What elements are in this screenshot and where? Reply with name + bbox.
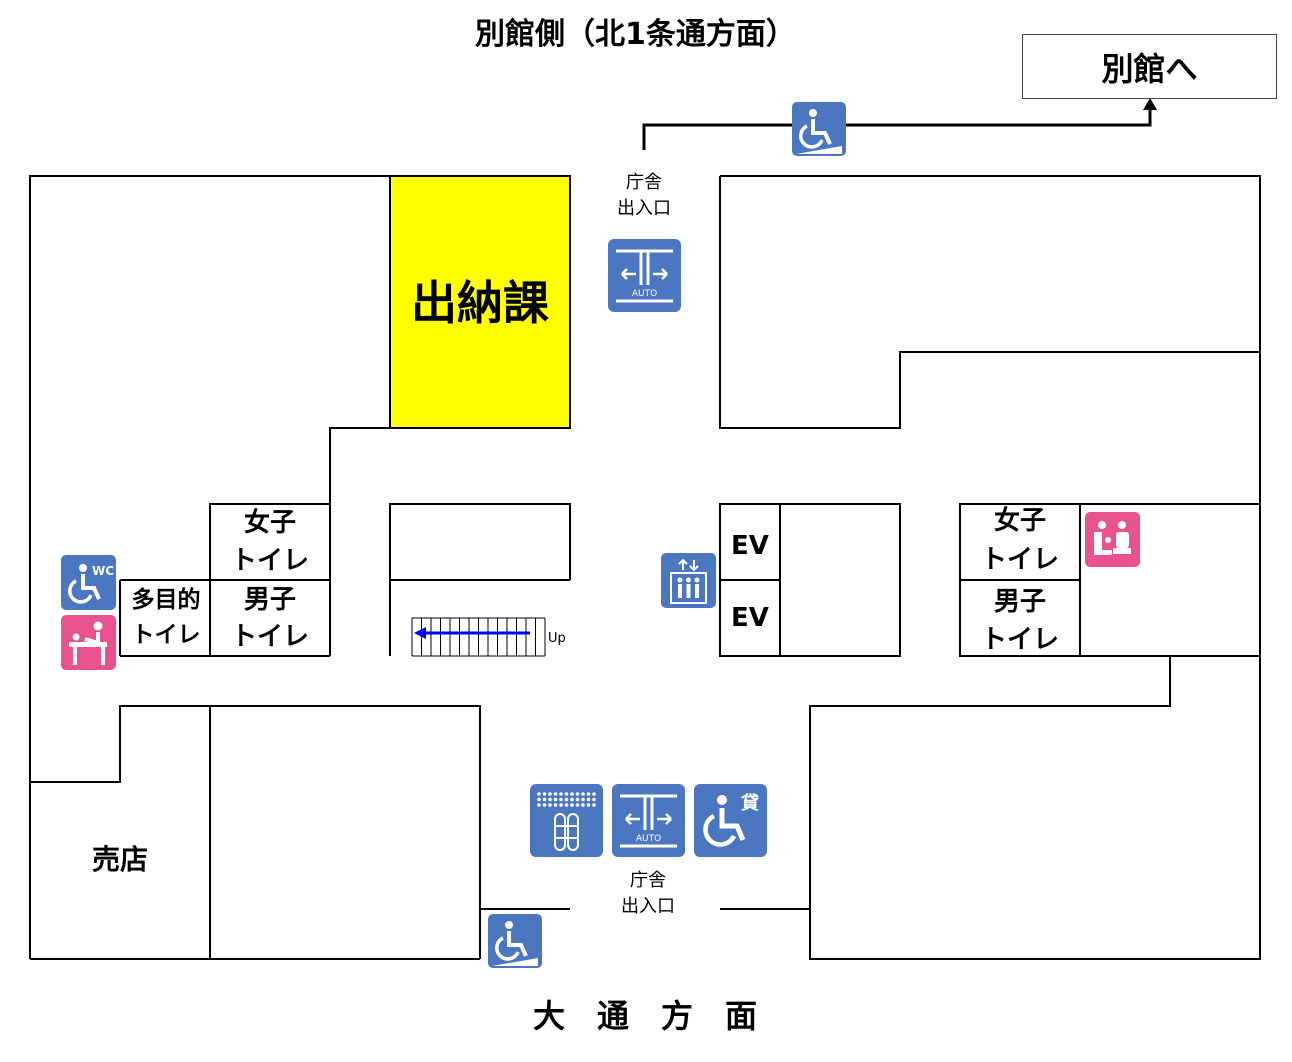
braille-dot [564,792,569,796]
wc-label: WC [92,564,114,578]
multipurpose-toilet-line2: トイレ [131,622,201,648]
stairs-arrow [414,627,426,639]
braille-dot [537,797,541,802]
braille-dot [537,792,541,796]
braille-dot [570,792,574,796]
braille-dot [575,797,580,802]
baby-changing-icon [61,615,116,670]
store-label: 売店 [91,843,148,876]
auto-door-icon: AUTO [612,784,685,857]
womens-toilet-left-line1: 女子 [243,508,296,538]
braille-dot [586,792,591,796]
braille-dot [548,803,552,807]
womens-toilet-right-line2: トイレ [980,545,1059,575]
womens-toilet-right-line1: 女子 [993,506,1046,536]
stairs-up-label: Up [548,631,566,646]
annex-direction-button[interactable]: 別館へ [1022,34,1277,99]
south-title: 大 通 方 面 [533,997,758,1035]
braille-dot [570,803,574,807]
nursing-room-icon [1085,512,1140,567]
auto-door-icon: AUTO [608,239,681,312]
braille-dot [553,797,558,802]
braille-dot [548,797,552,802]
elevator-1-label: EV [731,531,769,561]
elevator-2-label: EV [731,603,769,633]
braille-dot [559,797,563,802]
braille-dot [581,797,585,802]
wheelchair-ramp-icon [792,102,846,156]
wheelchair-rental-icon: 貸 [694,784,767,857]
wheelchair-ramp-icon [488,914,542,968]
auto-door-label: AUTO [632,289,657,299]
braille-dot [592,803,596,807]
womens-toilet-left-line2: トイレ [230,546,309,576]
entrance-north-line2: 出入口 [617,198,671,219]
braille-dot [570,797,574,802]
mens-toilet-right-line1: 男子 [993,587,1046,617]
braille-dot [581,792,585,796]
multipurpose-toilet-line1: 多目的 [131,587,201,613]
braille-dot [592,792,596,796]
annex-direction-label: 別館へ [1101,49,1198,88]
braille-dot [592,797,596,802]
elevator-icon [661,553,716,608]
rental-label: 貸 [741,792,759,814]
braille-dot [542,792,547,796]
north-title: 別館側（北1条通方面） [475,17,796,52]
braille-dot [581,803,585,807]
entrance-south-line2: 出入口 [621,896,675,917]
mens-toilet-left-line2: トイレ [230,622,309,652]
stairs [411,617,546,657]
braille-dot [575,792,580,796]
braille-dot [564,797,569,802]
entrance-north-line1: 庁舎 [626,172,662,193]
braille-dot [559,792,563,796]
braille-dot [586,803,591,807]
mens-toilet-right-line2: トイレ [980,625,1059,655]
highlight-room-label: 出納課 [411,276,549,330]
braille-dot [575,803,580,807]
highlight-room-box [389,175,571,429]
wheelchair-toilet-icon: WC [61,555,116,610]
braille-dot [553,803,558,807]
braille-dot [542,797,547,802]
braille-dot [559,803,563,807]
braille-dot [564,803,569,807]
braille-dot [537,803,541,807]
braille-dot [553,792,558,796]
braille-dot [542,803,547,807]
entrance-south-line1: 庁舎 [630,870,666,891]
braille-block-icon [530,784,603,857]
mens-toilet-left-line1: 男子 [243,585,296,615]
braille-dot [548,792,552,796]
auto-door-label: AUTO [636,834,661,844]
braille-dot [586,797,591,802]
